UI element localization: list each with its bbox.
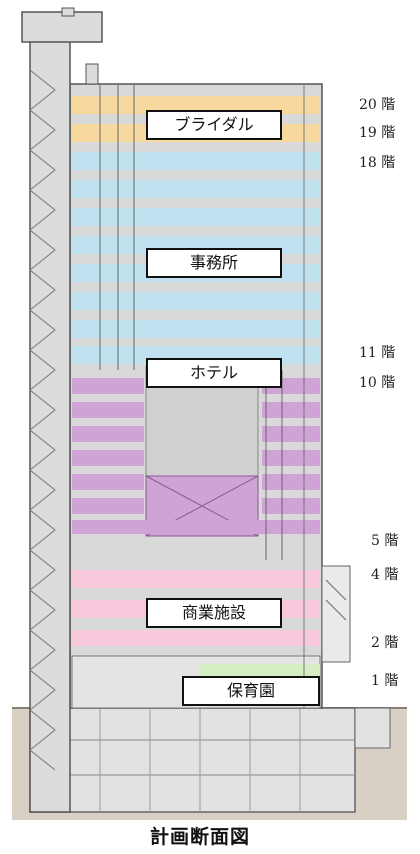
- zone-label-commercial: 商業施設: [146, 598, 282, 628]
- hotel-floor: [72, 474, 144, 490]
- hotel-floor: [72, 450, 144, 466]
- office-floor: [72, 320, 320, 338]
- hotel-floor: [72, 402, 144, 418]
- office-floor: [72, 180, 320, 198]
- office-floor: [72, 208, 320, 226]
- hotel-floor: [262, 450, 320, 466]
- floor-label-10: 10 階: [359, 375, 396, 391]
- hotel-floor-5: [72, 520, 320, 534]
- floor-label-2: 2 階: [371, 635, 399, 651]
- floor-label-19: 19 階: [359, 125, 396, 141]
- floor-label-4: 4 階: [371, 567, 399, 583]
- hotel-floor: [262, 402, 320, 418]
- zone-label-office: 事務所: [146, 248, 282, 278]
- floor-label-5: 5 階: [371, 533, 399, 549]
- commercial-floor: [72, 570, 320, 588]
- floor-label-18: 18 階: [359, 155, 396, 171]
- nursery-floor: [200, 664, 320, 678]
- floor-label-20: 20 階: [359, 97, 396, 113]
- hotel-floor: [262, 474, 320, 490]
- zone-label-nursery: 保育園: [182, 676, 320, 706]
- roof-crown: [21, 11, 103, 43]
- zone-label-bridal: ブライダル: [146, 110, 282, 140]
- hotel-floor: [72, 426, 144, 442]
- office-floor: [72, 292, 320, 310]
- hotel-floor: [262, 426, 320, 442]
- hotel-floor: [72, 498, 144, 514]
- zone-label-hotel: ホテル: [146, 358, 282, 388]
- floor-label-11: 11 階: [359, 345, 396, 361]
- figure-caption: 計画断面図: [149, 826, 250, 848]
- stair-core: [29, 39, 71, 813]
- office-floor: [72, 152, 320, 170]
- hotel-floor: [262, 498, 320, 514]
- hotel-floor: [72, 378, 144, 394]
- commercial-floor: [72, 630, 320, 646]
- floor-label-1: 1 階: [371, 673, 399, 689]
- basement: [29, 707, 356, 813]
